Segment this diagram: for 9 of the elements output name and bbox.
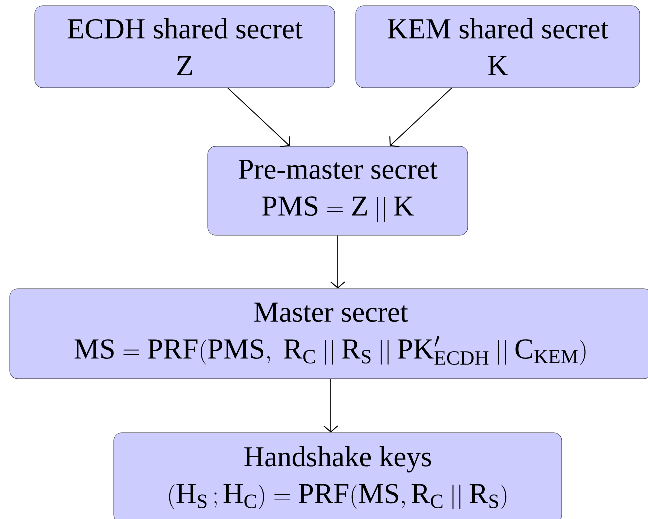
arrow — [228, 88, 290, 148]
process-box: Handshake keys $(\mathrm{H_S}\,;\mathrm{H_C}) = \mathrm{PRF}(\mathrm{MS}, \mathrm{R_C} \mathbin{||} \mathrm{R_S})$ — [114, 432, 562, 519]
arrow — [330, 235, 346, 289]
process-box: ECDH shared secret Z — [34, 6, 336, 88]
arrow — [324, 378, 338, 433]
process-box: Master secret $\mathrm{MS} = \mathrm{PRF}(\mathrm{PMS},\ \mathrm{R_C} \mathbin{||} \mathrm{R_S} \mathbin{||} \mathrm{PK}'_{\mathrm{ECDH}} \mathbin{||} \mathrm{C_{KEM}})$ — [10, 288, 648, 380]
arrow — [390, 88, 452, 148]
process-box: KEM shared secret K — [356, 6, 640, 88]
process-box: Pre-master secret $\mathrm{PMS} = \mathrm{Z} \mathbin{||} \mathrm{K}$ — [208, 146, 468, 236]
